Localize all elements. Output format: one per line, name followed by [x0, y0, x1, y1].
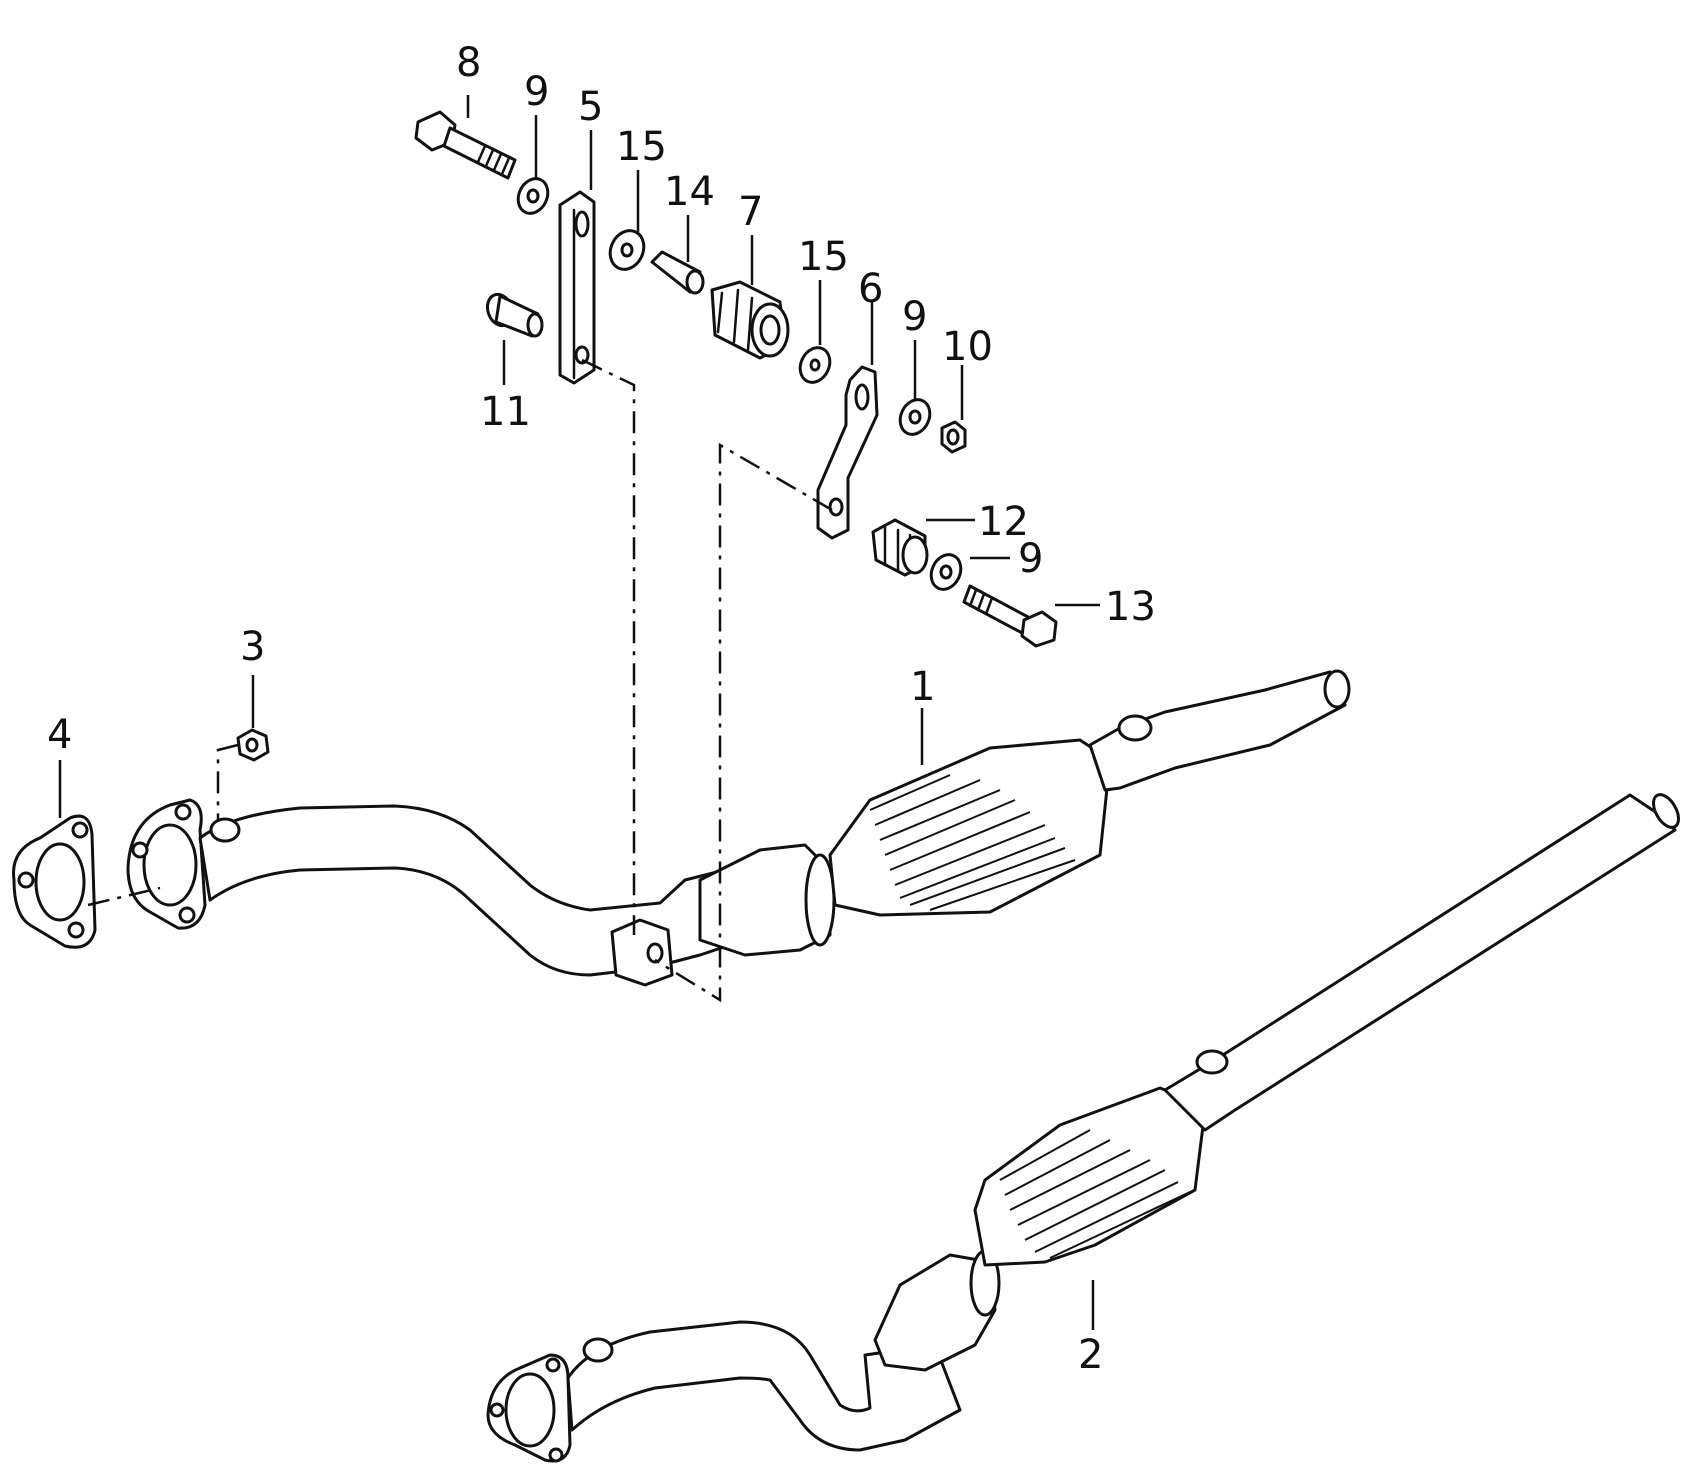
part-9-washer-right [898, 398, 932, 436]
callout-4: 4 [47, 712, 72, 758]
part-2-catalytic-converter [486, 793, 1680, 1463]
callout-5: 5 [578, 84, 603, 130]
part-12-rubber-mount [871, 518, 929, 577]
callout-9-lower: 9 [1018, 536, 1043, 582]
part-13-bolt [962, 584, 1058, 648]
part-9-washer-lower [929, 553, 963, 591]
part-10-nut [940, 420, 967, 454]
callout-8: 8 [456, 40, 481, 86]
part-9-washer-upper [516, 177, 550, 215]
callout-12: 12 [978, 499, 1029, 545]
part-15-washer-upper [608, 229, 646, 271]
callout-7: 7 [738, 189, 763, 235]
leader-lines [58, 95, 1100, 1330]
callout-3: 3 [240, 624, 265, 670]
part-3-nut [236, 728, 270, 762]
part-11-sleeve [485, 292, 544, 338]
callout-15-upper: 15 [616, 124, 667, 170]
callout-14: 14 [664, 169, 715, 215]
part-15-washer-right [798, 346, 832, 384]
assembly-lines [87, 358, 833, 1003]
callout-6: 6 [858, 266, 883, 312]
part-4-gasket [12, 814, 97, 949]
part-8-bolt [414, 110, 517, 180]
callout-labels: 8 9 5 15 14 7 15 6 9 10 11 12 9 13 3 4 1… [47, 40, 1156, 1378]
callout-15-right: 15 [798, 234, 849, 280]
callout-10: 10 [942, 324, 993, 370]
callout-9-upper: 9 [524, 69, 549, 115]
callout-13: 13 [1105, 584, 1156, 630]
callout-1: 1 [910, 664, 935, 710]
part-6-bracket [816, 365, 879, 540]
callout-9-right: 9 [902, 294, 927, 340]
callout-11: 11 [480, 389, 531, 435]
callout-2: 2 [1078, 1332, 1103, 1378]
part-1-catalytic-converter [126, 669, 1351, 987]
part-14-spacer [650, 250, 705, 295]
part-5-bracket [558, 190, 596, 385]
part-7-rubber-mount [710, 280, 790, 360]
